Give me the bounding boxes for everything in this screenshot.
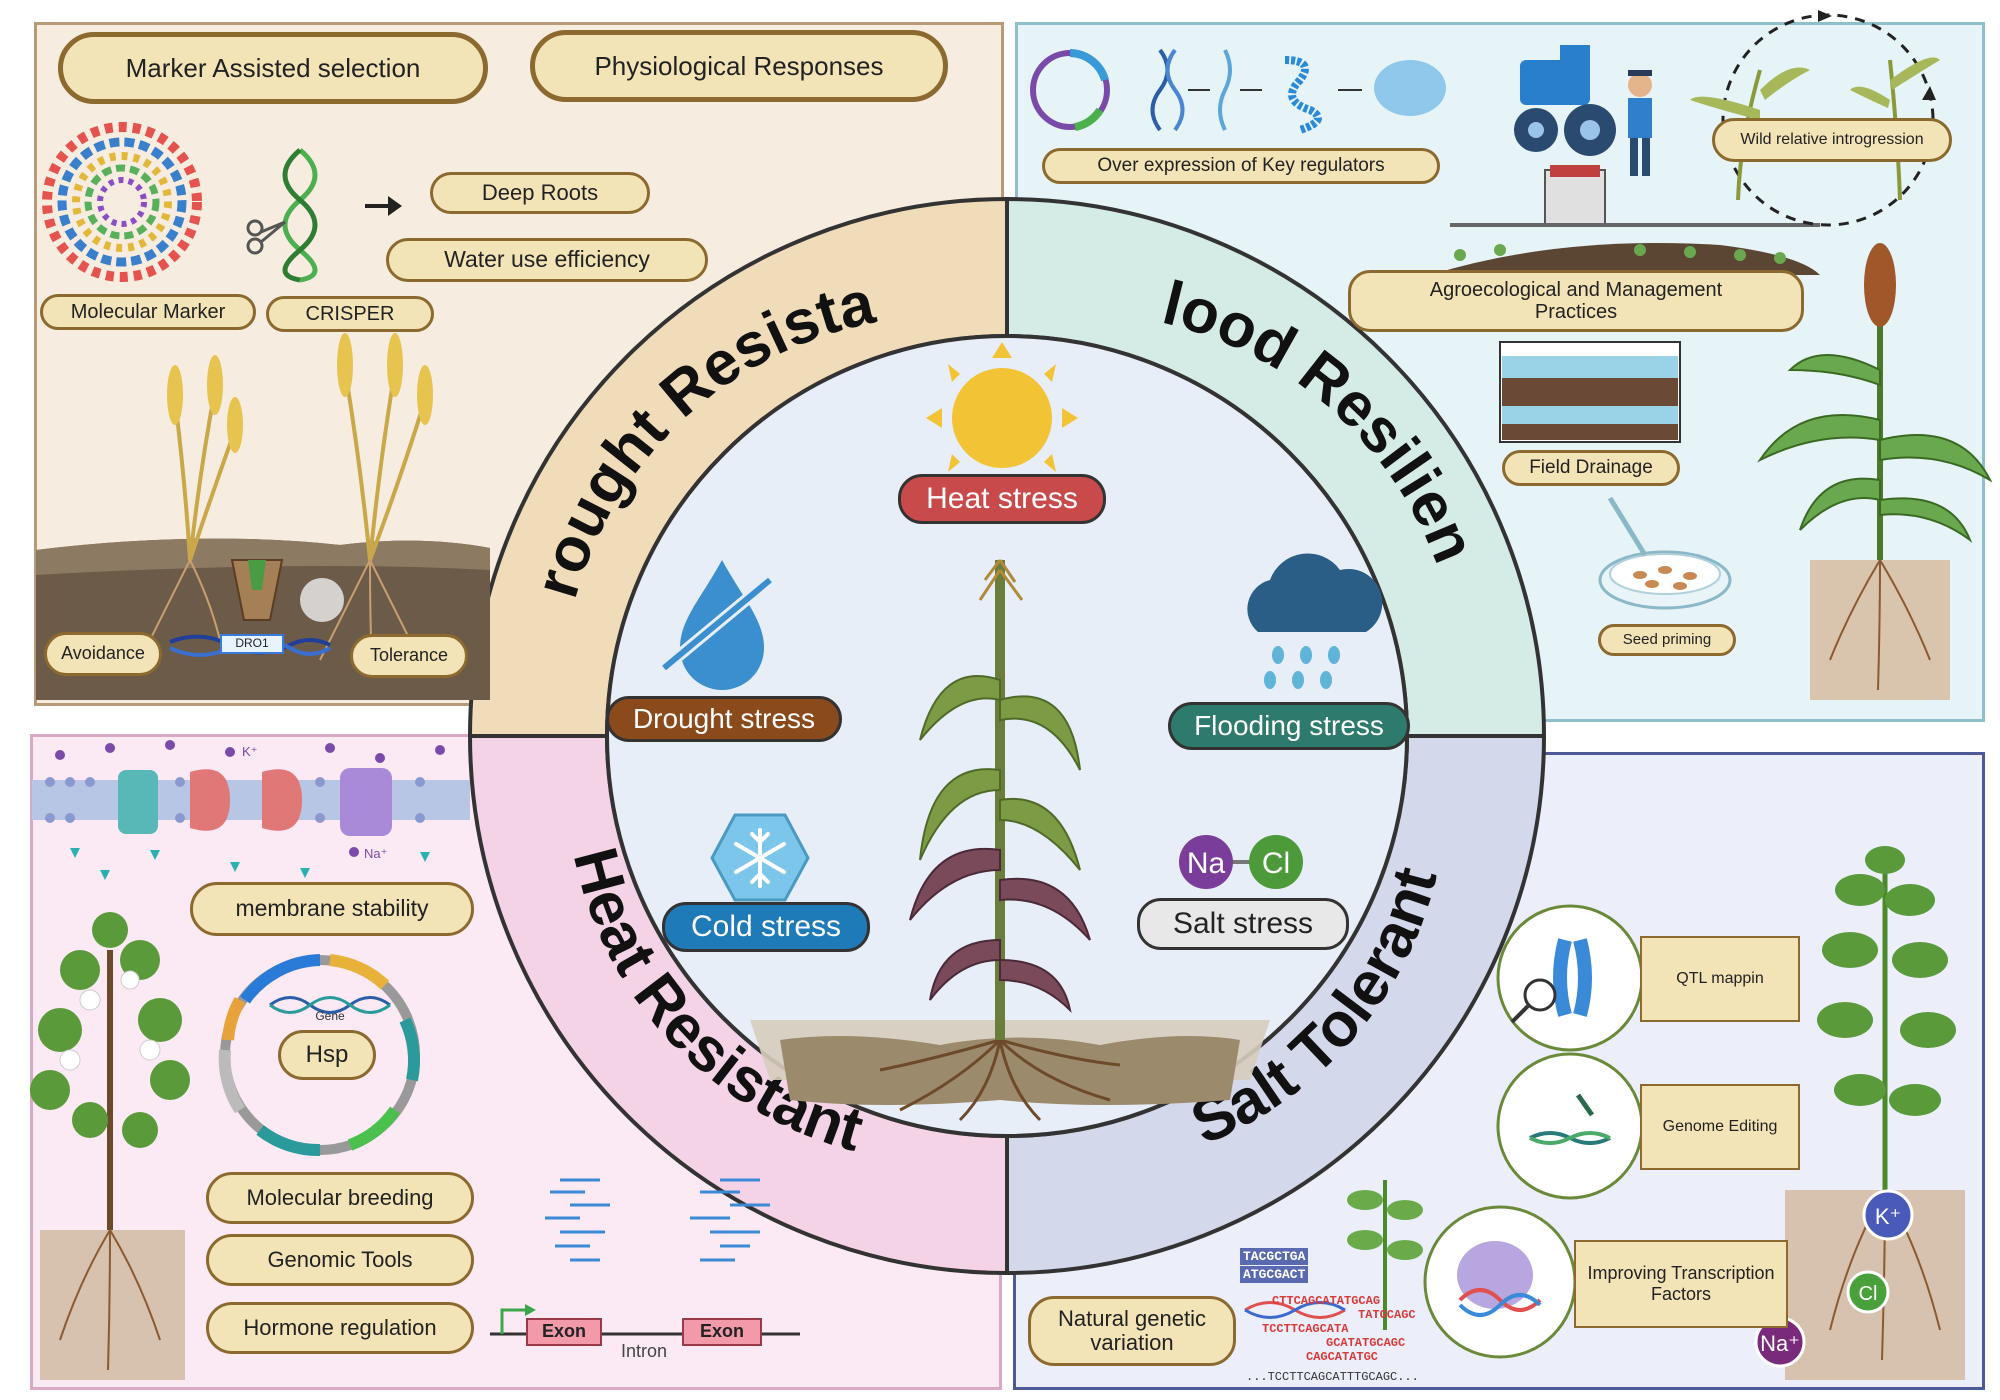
arrow-icon (365, 196, 402, 216)
cl-symbol: Cl (1262, 847, 1290, 880)
farmer-icon (1628, 70, 1652, 176)
qtl-mapping-label: QTL mappin (1640, 936, 1800, 1022)
qtl-circle (1496, 904, 1644, 1052)
outer-ring (467, 196, 1547, 1276)
dro1-gene-label: DRO1 (220, 634, 284, 654)
molecular-marker-chart (42, 122, 202, 282)
genomic-tools-pill: Genomic Tools (206, 1234, 474, 1286)
seed-priming-dish-icon (1598, 496, 1732, 610)
deep-roots-pill: Deep Roots (430, 172, 650, 214)
field-drainage-icon (1499, 341, 1681, 443)
sequence-red-4: GCATATGCAGC (1326, 1336, 1406, 1350)
rain-cloud-icon (1247, 553, 1383, 689)
plasmid-icon (1030, 49, 1110, 131)
chloride-ion (1846, 1270, 1890, 1314)
dna-to-protein-icon (1150, 48, 1446, 134)
pipette-icon (1575, 1093, 1595, 1117)
avoidance-pill: Avoidance (44, 632, 162, 676)
natural-genetic-variation-pill: Natural genetic variation (1028, 1296, 1236, 1366)
na-ion-label: Na⁺ (364, 846, 387, 861)
sequence-red-5: CAGCATATGC (1306, 1350, 1379, 1364)
k-ion-label: K⁺ (242, 744, 258, 759)
seed-priming-pill: Seed priming (1598, 624, 1736, 656)
chloride-atom (1249, 835, 1303, 889)
snowflake-icon (710, 813, 810, 902)
sequence-red-2: TATGCAGC (1358, 1308, 1416, 1322)
cold-stress-label: Cold stress (662, 902, 870, 952)
exon-box-2: Exon (682, 1318, 762, 1346)
transporter-icon (190, 769, 230, 831)
sequence-bottom: ...TCCTTCAGCATTTGCAGC... (1246, 1370, 1419, 1384)
agroecological-pill: Agroecological and Management Practices (1348, 270, 1804, 332)
cotton-plant (30, 912, 190, 1380)
molecular-breeding-pill: Molecular breeding (206, 1172, 474, 1224)
hsp-pill: Hsp (278, 1030, 376, 1080)
ion-channel-icon (118, 770, 158, 834)
hormone-regulation-pill: Hormone regulation (206, 1302, 474, 1354)
overexpression-pill: Over expression of Key regulators (1042, 148, 1440, 184)
nacl-icon: Na Cl (1179, 835, 1303, 889)
drought-stress-label: Drought stress (606, 696, 842, 742)
crispr-dna-icon (246, 148, 318, 283)
exon-box-1: Exon (526, 1318, 602, 1346)
molecular-marker-pill: Molecular Marker (40, 294, 256, 330)
physiological-responses-pill: Physiological Responses (530, 30, 948, 102)
water-use-efficiency-pill: Water use efficiency (386, 238, 708, 282)
na-symbol: Na (1187, 847, 1226, 880)
na-plus-label: Na⁺ (1760, 1331, 1800, 1356)
potassium-ion (1862, 1189, 1914, 1241)
scissors-icon (246, 219, 286, 255)
central-plant-illustration (750, 559, 1270, 1122)
cl-label: Cl (1859, 1283, 1878, 1305)
no-water-drop-icon (660, 560, 774, 690)
membrane-stability-pill: membrane stability (190, 882, 474, 936)
sequence-red-3: TCCTTCAGCATA (1262, 1322, 1349, 1336)
transcription-factor-circle (1423, 1205, 1577, 1359)
flooding-stress-label: Flooding stress (1168, 702, 1410, 750)
field-drainage-pill: Field Drainage (1502, 450, 1680, 486)
hsp-plasmid-cycle (218, 954, 420, 1157)
sodium-atom (1179, 835, 1233, 889)
sun-icon (926, 342, 1078, 494)
magnifier-icon (1523, 978, 1557, 1012)
crisper-pill: CRISPER (266, 296, 434, 332)
heat-stress-label: Heat stress (898, 474, 1106, 524)
salt-stress-label: Salt stress (1137, 898, 1349, 950)
cell-membrane-illustration (32, 740, 470, 880)
sequence-top-1: TACGCTGA (1240, 1248, 1309, 1265)
small-seedling (1244, 1180, 1423, 1330)
genome-editing-label: Genome Editing (1640, 1084, 1800, 1170)
wild-relative-pill: Wild relative introgression (1712, 118, 1952, 162)
tolerance-pill: Tolerance (350, 634, 468, 678)
tractor-icon (1514, 45, 1616, 156)
sorghum-plant (1757, 243, 1993, 700)
improving-tf-label: Improving Transcription Factors (1574, 1240, 1788, 1328)
sequence-red-1: CTTCAGCATATGCAG (1272, 1294, 1381, 1308)
soybean-plant: K⁺ Cl Na⁺ (1754, 846, 1965, 1380)
gene-label: Gene (315, 1009, 345, 1023)
sprayer-field-illustration (1430, 165, 1820, 275)
marker-assisted-selection-pill: Marker Assisted selection (58, 32, 488, 104)
k-plus-label: K⁺ (1875, 1204, 1901, 1229)
genome-editing-circle (1496, 1052, 1644, 1200)
intron-label: Intron (620, 1341, 668, 1362)
chromosome-icon (1553, 938, 1572, 1017)
sequence-top-2: ATGCGACT (1240, 1266, 1309, 1283)
